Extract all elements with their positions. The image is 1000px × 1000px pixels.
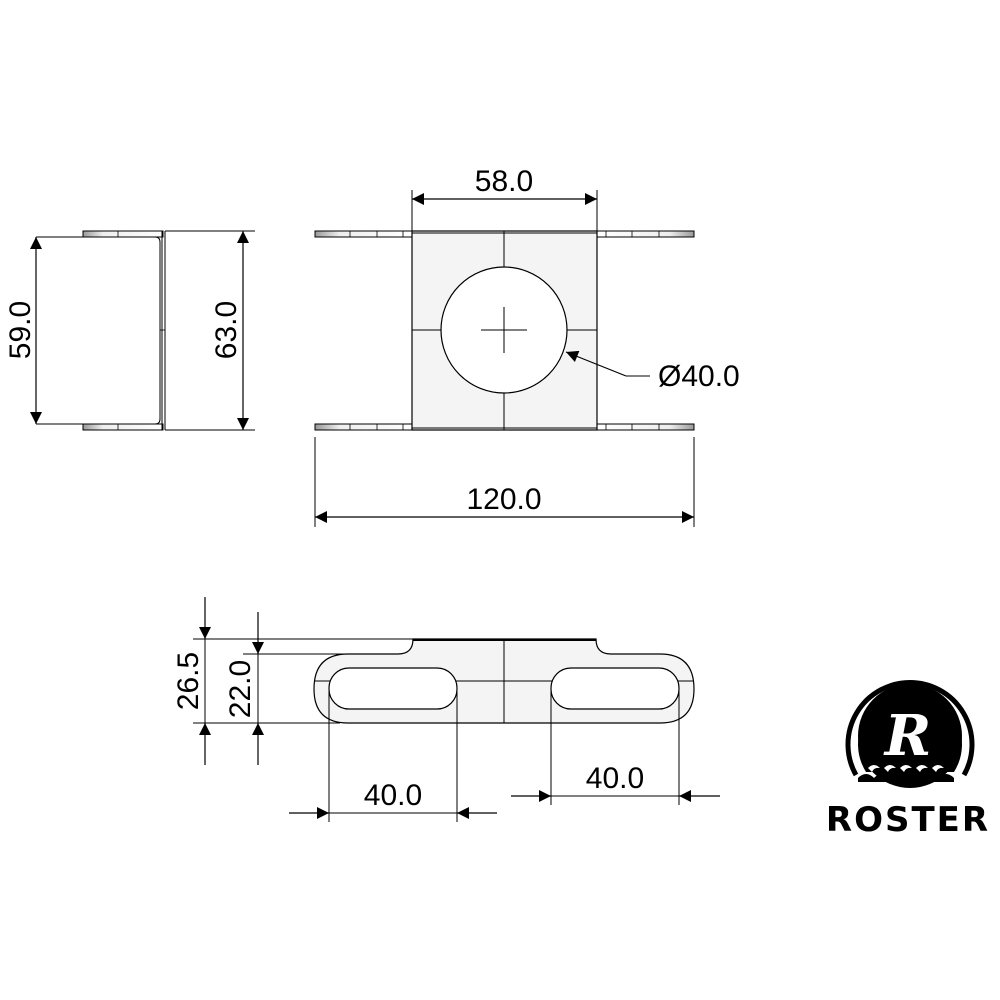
dim-label-slot-left: 40.0 <box>364 779 422 812</box>
front-view: 58.0 Ø40.0 120.0 <box>314 165 740 527</box>
logo-letter: R <box>883 703 932 769</box>
waves-icon <box>868 765 944 772</box>
dim-leader-hole <box>565 350 627 377</box>
roster-logo: R ROSTER <box>826 680 990 840</box>
dim-label-outer-height: 63.0 <box>210 301 243 359</box>
dim-label-body-width: 58.0 <box>475 165 533 198</box>
slot-left <box>328 667 458 710</box>
dim-label-total-width: 120.0 <box>466 483 541 516</box>
side-view: 59.0 63.0 <box>4 230 255 431</box>
dim-label-inner-height: 59.0 <box>4 301 37 359</box>
dim-label-total-height: 26.5 <box>172 652 205 710</box>
top-view: 26.5 22.0 40.0 40.0 <box>172 597 720 822</box>
dim-label-tab-height: 22.0 <box>224 660 257 718</box>
dim-label-slot-right: 40.0 <box>586 762 644 795</box>
logo-brand-name: ROSTER <box>826 800 990 840</box>
dim-label-hole-diameter: Ø40.0 <box>658 360 740 393</box>
slot-right <box>550 667 680 710</box>
